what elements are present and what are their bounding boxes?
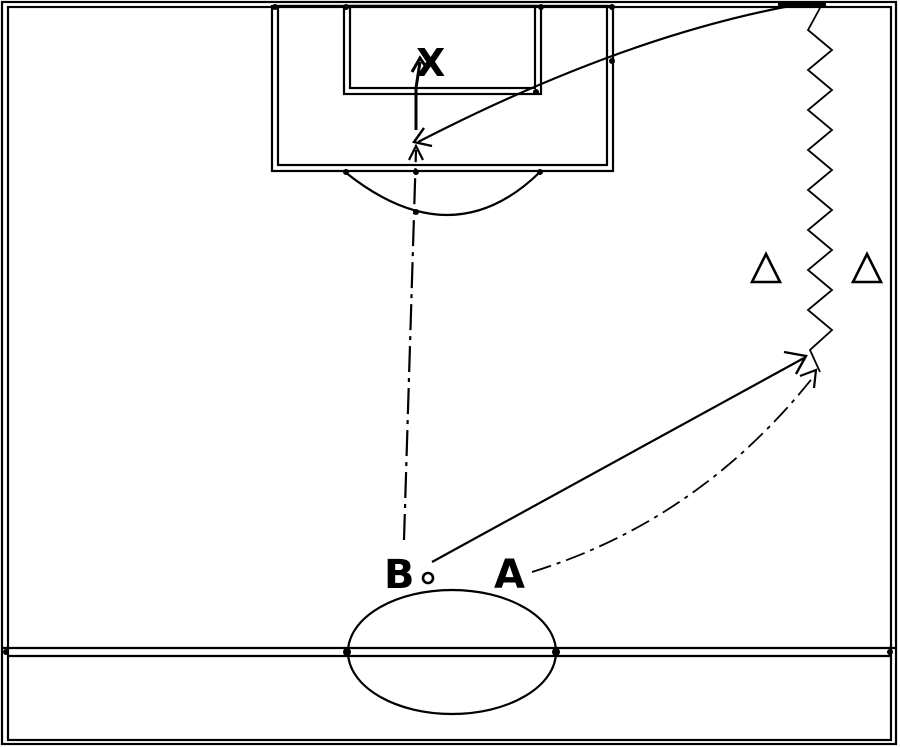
run-path-a [531, 375, 815, 573]
run-arrowhead-b [408, 143, 424, 161]
penalty-area-inner [276, 4, 609, 167]
cross-arrowhead [411, 127, 433, 148]
player-label-b: B [384, 552, 415, 598]
cone-icon [850, 251, 884, 284]
run-path-x [414, 61, 422, 130]
pass-arrowhead-b [783, 350, 808, 375]
cross-path [417, 4, 791, 143]
center-circle [346, 588, 558, 716]
line-nodes [3, 4, 893, 656]
cone-icon [749, 251, 783, 284]
pass-path-b [431, 357, 805, 563]
run-arrowhead-x [410, 55, 430, 73]
dribble-path [806, 7, 834, 373]
goal-area-inner [348, 4, 537, 90]
run-path-b [402, 149, 418, 541]
penalty-arc [344, 171, 541, 217]
player-label-x: X [416, 41, 445, 85]
run-arrowhead-a [799, 368, 818, 389]
player-label-a: A [494, 552, 525, 598]
pitch-inner-boundary [6, 5, 893, 742]
ball-icon [421, 571, 435, 585]
